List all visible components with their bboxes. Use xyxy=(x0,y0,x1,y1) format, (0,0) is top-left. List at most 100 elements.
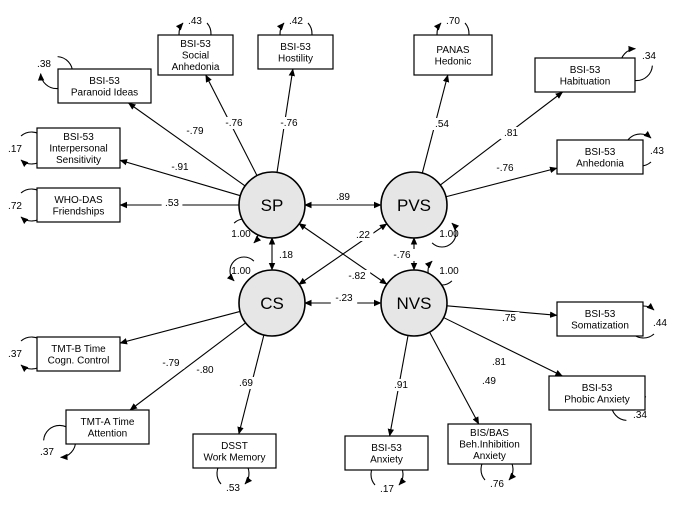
correlation-sp-nvs-label-bg xyxy=(343,270,371,282)
indicator-tmta-loading-label-bg xyxy=(191,364,219,376)
latent-sp-node xyxy=(238,171,306,239)
correlation-pvs-nvs-label-bg xyxy=(388,249,416,261)
latent-cs-node xyxy=(238,269,306,337)
indicator-somatization-loading-label-bg xyxy=(498,312,520,324)
indicator-somatization-loading-label: .75 xyxy=(502,313,516,324)
indicator-dsst-loading-label: .69 xyxy=(239,378,253,389)
indicator-interpersonal-loading-arrow xyxy=(119,159,241,197)
indicator-dsst-line-1: Work Memory xyxy=(203,452,265,463)
indicator-habituation-loading-label-bg xyxy=(500,127,522,139)
indicator-bisbas-loading-label: .49 xyxy=(482,376,496,387)
indicator-tmta-box xyxy=(65,409,150,445)
indicator-hedonic-line-0: PANAS xyxy=(436,45,469,56)
indicator-hostility-line-1: Hostility xyxy=(278,53,313,64)
indicator-tmtb-loading-label-bg xyxy=(157,357,185,369)
indicator-bsi-anxiety-loading-label: .91 xyxy=(394,380,408,391)
correlation-cs-pvs-label: .22 xyxy=(356,230,370,241)
latent-sp-variance-label: 1.00 xyxy=(231,229,251,240)
indicator-interpersonal-residual-label: .17 xyxy=(8,144,22,155)
indicator-bisbas-box xyxy=(447,423,532,465)
indicator-paranoid-line-0: BSI-53 xyxy=(89,76,120,87)
indicator-friendships-box xyxy=(36,187,121,223)
correlation-sp-nvs-label: -.82 xyxy=(348,271,366,282)
indicator-bsi-anxiety-line-0: BSI-53 xyxy=(371,443,402,454)
indicator-paranoid-line-1: Paranoid Ideas xyxy=(71,87,138,98)
indicator-hostility-loading-label-bg xyxy=(275,117,303,129)
indicator-tmtb-residual-label: .37 xyxy=(8,349,22,360)
indicator-anhedonia-line-0: BSI-53 xyxy=(585,147,616,158)
indicator-bsi-anxiety-box xyxy=(344,435,429,471)
indicator-friendships-loading-label: .53 xyxy=(165,198,179,209)
indicator-tmta-line-1: Attention xyxy=(88,428,127,439)
indicator-interpersonal-loading-label-bg xyxy=(166,161,194,173)
indicator-interpersonal-loading-label: -.91 xyxy=(171,162,189,173)
indicator-tmtb-box xyxy=(36,336,121,372)
indicator-friendships-residual-label: .72 xyxy=(8,201,22,212)
indicator-anhedonia-loading-label-bg xyxy=(491,162,519,174)
indicator-phobic-loading-arrow xyxy=(443,317,563,377)
indicator-bsi-anxiety-line-1: Anxiety xyxy=(370,454,403,465)
latent-cs-variance-label: 1.00 xyxy=(231,266,251,277)
latent-pvs-variance-loop xyxy=(431,222,460,248)
indicator-interpersonal-line-2: Sensitivity xyxy=(56,155,101,166)
indicator-social-anhedonia-loading-label-bg xyxy=(220,117,248,129)
indicator-bisbas-line-2: Anxiety xyxy=(473,451,506,462)
indicator-dsst-loading-label-bg xyxy=(235,377,257,389)
correlation-cs-nvs-label: -.23 xyxy=(335,293,353,304)
indicator-bisbas-loading-arrow xyxy=(429,331,480,425)
indicator-bisbas-residual-label: .76 xyxy=(490,479,504,490)
indicator-habituation-box xyxy=(534,57,636,93)
indicator-anhedonia-line-1: Anhedonia xyxy=(576,158,624,169)
correlation-sp-cs-label: .18 xyxy=(279,250,293,261)
indicator-social-anhedonia-line-2: Anhedonia xyxy=(172,62,220,73)
indicator-hedonic-box xyxy=(413,34,493,76)
indicator-interpersonal-line-0: BSI-53 xyxy=(63,132,94,143)
indicator-social-anhedonia-box xyxy=(157,34,234,76)
latent-pvs-variance-label: 1.00 xyxy=(439,229,459,240)
indicator-anhedonia-residual-label: .43 xyxy=(650,146,664,157)
latent-pvs-label: PVS xyxy=(397,196,431,215)
indicator-phobic-residual-label: .34 xyxy=(633,410,647,421)
indicator-hedonic-residual-label: .70 xyxy=(446,16,460,27)
indicator-tmta-residual-label: .37 xyxy=(40,447,54,458)
indicator-paranoid-loading-arrow xyxy=(128,102,246,187)
indicator-tmtb-line-0: TMT-B Time xyxy=(51,344,106,355)
indicator-hostility-residual-label: .42 xyxy=(289,16,303,27)
indicator-somatization-line-1: Somatization xyxy=(571,320,629,331)
indicator-phobic-box xyxy=(548,375,646,411)
indicator-interpersonal-box xyxy=(36,127,121,169)
indicator-anhedonia-box xyxy=(556,139,644,175)
indicator-social-anhedonia-residual-label: .43 xyxy=(188,16,202,27)
indicator-social-anhedonia-line-1: Social xyxy=(182,51,209,62)
indicator-hostility-line-0: BSI-53 xyxy=(280,42,311,53)
indicator-habituation-residual-label: .34 xyxy=(642,51,656,62)
indicator-tmta-loading-label: -.80 xyxy=(196,365,214,376)
latent-sp-label: SP xyxy=(261,196,284,215)
indicator-hedonic-loading-label-bg xyxy=(431,118,453,130)
correlation-sp-pvs-label: .89 xyxy=(336,192,350,203)
indicator-hedonic-loading-label: .54 xyxy=(435,119,449,130)
correlation-cs-pvs-label-bg xyxy=(352,229,374,241)
indicator-tmta-loading-arrow xyxy=(129,322,246,411)
indicator-somatization-residual-label: .44 xyxy=(653,318,667,329)
indicator-paranoid-residual-label: .38 xyxy=(37,59,51,70)
indicator-tmta-line-0: TMT-A Time xyxy=(81,417,135,428)
indicator-bisbas-line-0: BIS/BAS xyxy=(470,428,509,439)
latent-cs-label: CS xyxy=(260,294,284,313)
indicator-dsst-residual-label: .53 xyxy=(226,483,240,494)
correlation-cs-nvs-label-bg xyxy=(330,292,358,304)
indicator-tmtb-loading-label: -.79 xyxy=(162,358,180,369)
indicator-friendships-loading-label-bg xyxy=(161,197,183,209)
indicator-paranoid-loading-label-bg xyxy=(181,125,209,137)
correlation-sp-pvs-label-bg xyxy=(332,191,354,203)
indicator-interpersonal-line-1: Interpersonal xyxy=(49,144,107,155)
indicator-hostility-box xyxy=(257,34,334,70)
correlation-pvs-nvs-label: -.76 xyxy=(393,250,411,261)
indicator-paranoid-loading-label: -.79 xyxy=(186,126,204,137)
indicator-somatization-box xyxy=(556,301,644,337)
indicator-somatization-line-0: BSI-53 xyxy=(585,309,616,320)
correlation-sp-cs-label-bg xyxy=(275,249,297,261)
indicator-bsi-anxiety-loading-label-bg xyxy=(390,379,412,391)
